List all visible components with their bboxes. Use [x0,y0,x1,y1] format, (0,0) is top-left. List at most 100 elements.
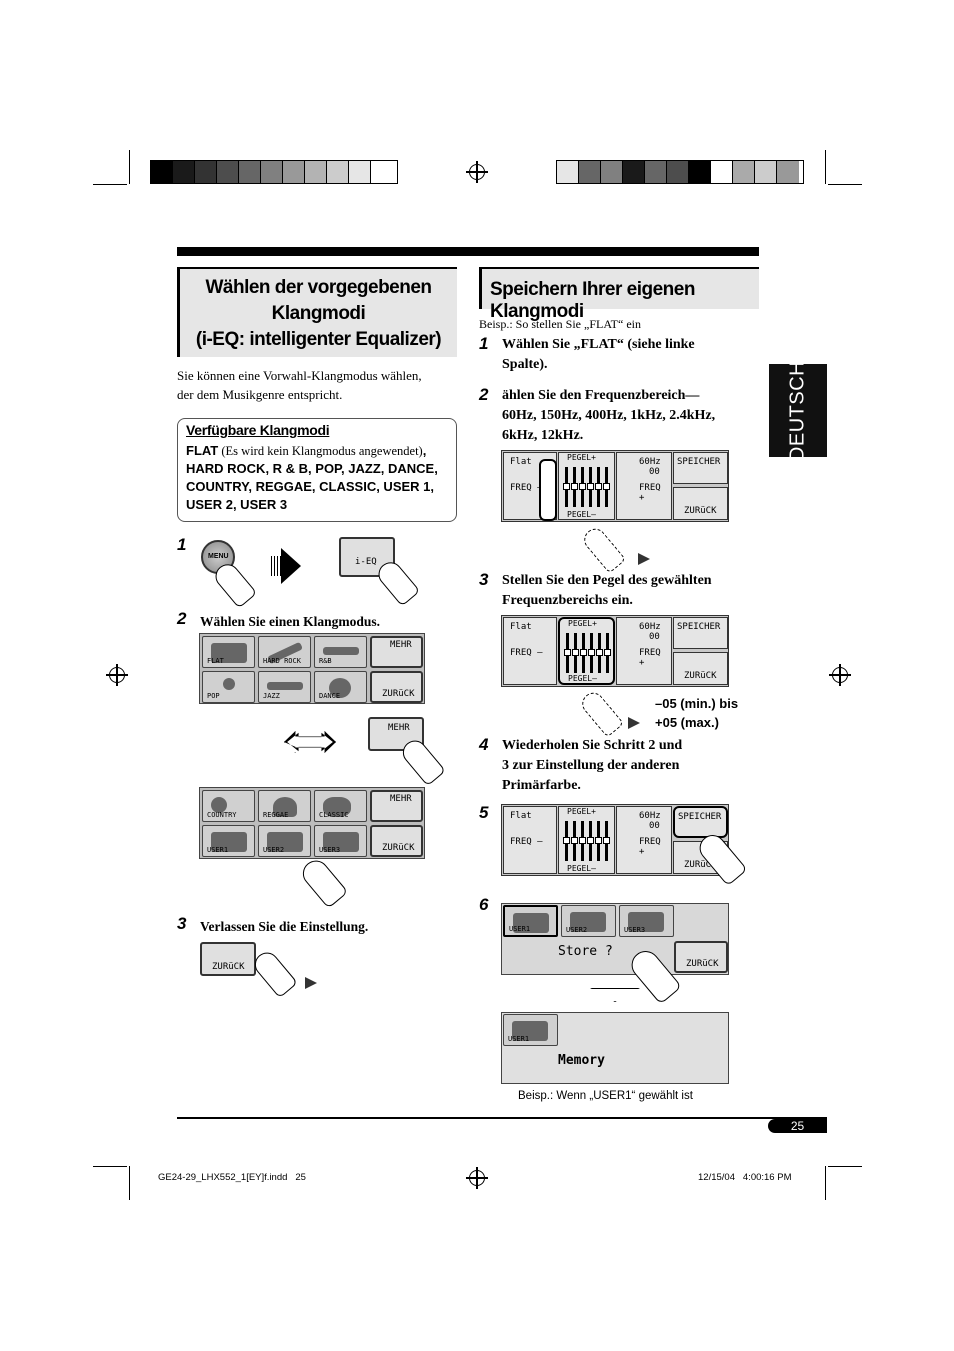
level-range: –05 (min.) bis +05 (max.) [655,694,738,732]
right-example: Beisp.: So stellen Sie „FLAT“ ein [479,317,641,331]
mode-screen-page2: COUNTRY REGGAE CLASSIC MEHR USER1 USER2 … [199,787,425,859]
right-step-3-text: Stellen Sie den Pegel des gewählten Freq… [502,571,712,611]
mode-tile-dance[interactable]: DANCE [314,671,367,703]
mode-tile-flat[interactable]: FLAT [202,636,255,668]
crop-mark [129,1166,130,1200]
right-step-1-text: Wählen Sie „FLAT“ (siehe linke Spalte). [502,335,695,375]
eq-right-panel: 60Hz 00 FREQ + [616,452,672,520]
freq-minus-button[interactable]: FREQ – [510,837,543,847]
pegel-plus-button[interactable]: PEGEL+ [567,807,596,816]
registration-mark-left [106,664,128,686]
zuruck-label: ZURüCK [684,506,717,516]
arrow-right-icon [638,553,650,565]
freq-plus-button[interactable]: FREQ + [639,837,661,857]
step-line: 6kHz, 12kHz. [502,428,584,443]
memory-text: Memory [558,1053,605,1068]
registration-mark-right [829,664,851,686]
eq-left-panel: Flat FREQ – [503,806,557,874]
store-user3-tile[interactable]: USER3 [619,905,674,937]
mode-tile-hard-rock[interactable]: HARD ROCK [258,636,311,668]
crop-mark [93,1166,127,1167]
eq-band-knob [563,837,570,844]
pegel-minus-button[interactable]: PEGEL– [567,864,596,873]
left-step-1-number: 1 [177,535,187,554]
store-user1-tile[interactable]: USER1 [503,905,558,937]
right-step-4-text: Wiederholen Sie Schritt 2 und 3 zur Eins… [502,736,682,796]
mehr-label: MEHR [390,640,412,650]
mode-tile-pop[interactable]: POP [202,671,255,703]
pegel-plus-button[interactable]: PEGEL+ [567,453,596,462]
mode-tile-user3[interactable]: USER3 [314,825,367,857]
range-line: –05 (min.) bis [655,696,739,711]
step-line: ählen Sie den Frequenzbereich— [502,388,700,403]
mehr-button[interactable]: MEHR [368,717,424,751]
zuruck-button[interactable]: ZURüCK [673,652,728,685]
mode-tile-user2[interactable]: USER2 [258,825,311,857]
modes-list: , HARD ROCK, R & B, POP, JAZZ, DANCE, CO… [186,443,438,512]
mode-tile-reggae[interactable]: REGGAE [258,790,311,822]
mixer-icon [513,913,549,933]
modes-text: FLAT (Es wird kein Klangmodus angewendet… [186,442,448,514]
mixer-icon [512,1021,548,1041]
zuruck-button[interactable]: ZURüCK [370,671,423,703]
zuruck-label: ZURüCK [212,962,245,972]
freq-plus-button[interactable]: FREQ + [639,648,661,668]
zuruck-button[interactable]: ZURüCK [674,941,728,973]
eq-band-knob [563,483,570,490]
eq-mode-label: Flat [510,622,532,632]
tile-label: POP [207,692,220,700]
mode-tile-jazz[interactable]: JAZZ [258,671,311,703]
pegel-minus-button[interactable]: PEGEL– [568,674,597,683]
title-line: Wählen der vorgegebenen [205,277,432,298]
violin-icon [323,797,351,817]
store-user2-tile[interactable]: USER2 [561,905,616,937]
intro-line: der dem Musikgenre entspricht. [177,387,343,402]
mode-tile-country[interactable]: COUNTRY [202,790,255,822]
tile-label: COUNTRY [207,811,237,819]
speicher-label: SPEICHER [677,457,721,467]
mehr-label: MEHR [390,794,412,804]
speicher-button[interactable]: SPEICHER [673,617,728,649]
mehr-button[interactable]: MEHR [370,636,423,668]
eq-band-knob [571,837,578,844]
left-step-2-text: Wählen Sie einen Klangmodus. [200,614,381,629]
tile-label: CLASSIC [319,811,349,819]
tile-label: USER1 [207,846,229,854]
menu-button[interactable]: MENU [201,540,235,574]
pegel-minus-button[interactable]: PEGEL– [567,510,596,519]
finger-icon [398,735,446,787]
freq-minus-button[interactable]: FREQ – [510,648,543,658]
mode-tile-classic[interactable]: CLASSIC [314,790,367,822]
eq-sliders-panel: PEGEL+ PEGEL– [558,806,615,874]
freq-minus-button[interactable]: FREQ – [510,483,543,493]
right-step-5-number: 5 [479,803,489,822]
eq-mode-label: Flat [510,811,532,821]
mode-tile-rnb[interactable]: R&B [314,636,367,668]
tile-label: R&B [319,657,332,665]
speicher-button[interactable]: SPEICHER [673,452,728,484]
equalizer-icon [211,643,247,663]
eq-left-panel: Flat FREQ – [503,617,557,685]
speicher-label: SPEICHER [677,622,721,632]
left-intro: Sie können eine Vorwahl-Klangmodus wähle… [177,366,457,404]
drum-icon [273,797,297,817]
mixer-icon [211,832,247,852]
pegel-plus-button[interactable]: PEGEL+ [568,619,597,628]
mode-tile-user1[interactable]: USER1 [202,825,255,857]
tile-label: REGGAE [263,811,289,819]
left-step-3-text: Verlassen Sie die Einstellung. [200,919,369,934]
speicher-button[interactable]: SPEICHER [673,806,728,838]
right-section-title: Speichern Ihrer eigenen Klangmodi [479,267,759,322]
mehr-label: MEHR [388,723,410,733]
tile-label: USER2 [263,846,285,854]
zuruck-button[interactable]: ZURüCK [200,942,256,976]
eq-band-knob [564,649,571,656]
left-section-title: Wählen der vorgegebenen Klangmodi (i-EQ:… [177,267,457,357]
zuruck-button[interactable]: ZURüCK [673,487,728,520]
mixer-icon [628,912,664,932]
finger-icon [577,688,625,738]
level-value: 00 [649,632,660,642]
mehr-button[interactable]: MEHR [370,790,423,822]
zuruck-button[interactable]: ZURüCK [370,825,423,857]
freq-plus-button[interactable]: FREQ + [639,483,661,503]
